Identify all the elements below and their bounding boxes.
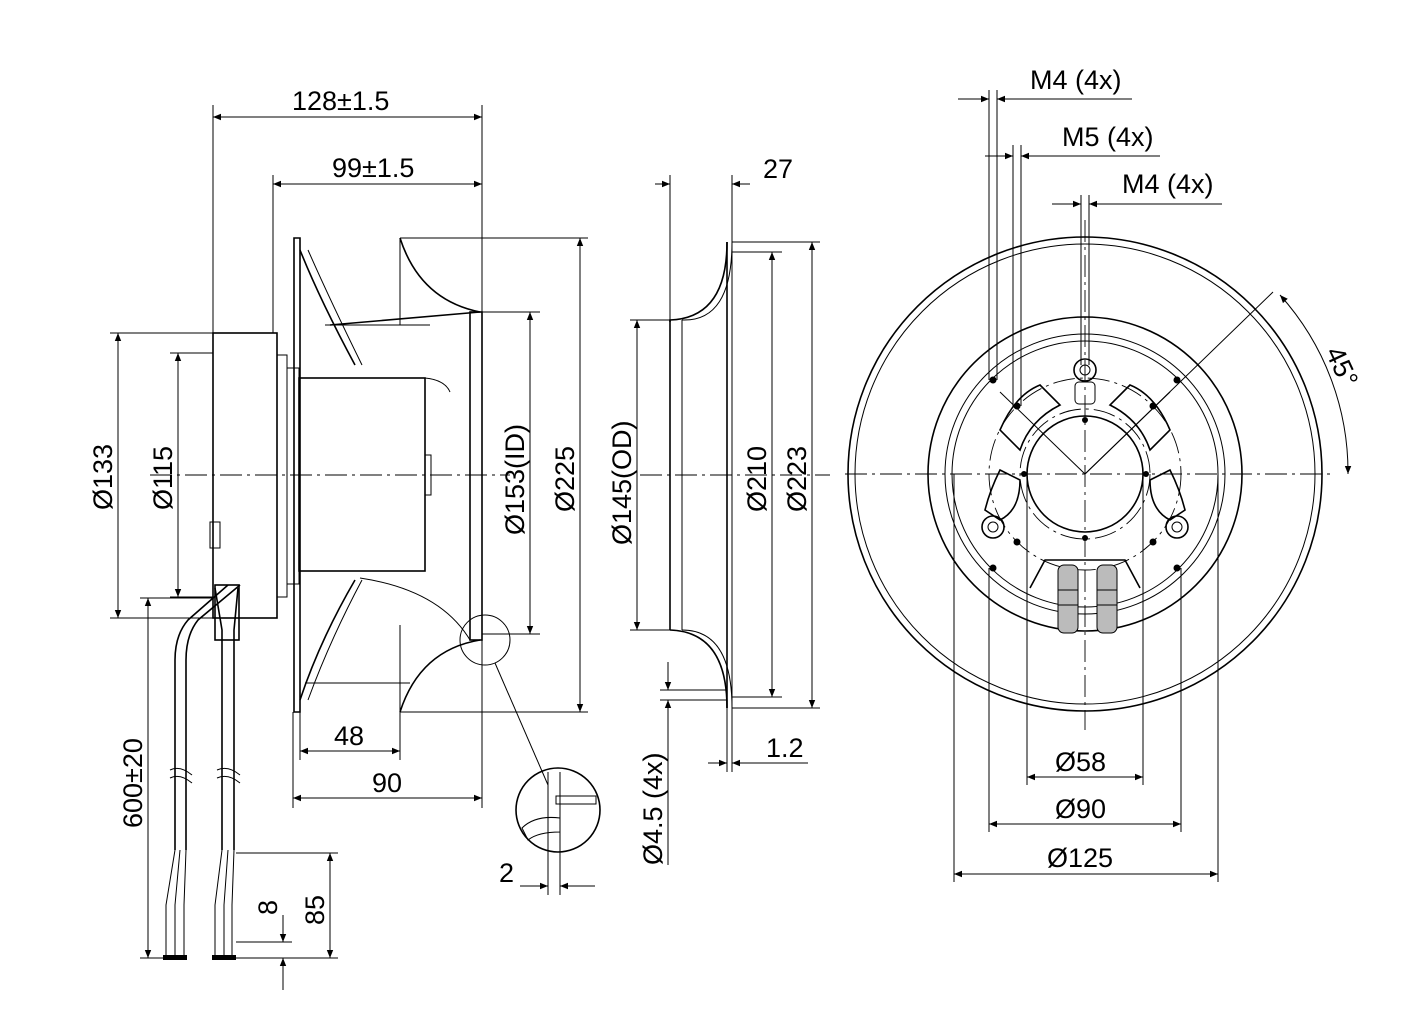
dim-flange-inner: Ø115 bbox=[148, 446, 178, 510]
dim-angle: 45° bbox=[1320, 342, 1364, 392]
dim-depth-90: 90 bbox=[372, 768, 402, 798]
dim-inlet-id: Ø153(ID) bbox=[500, 424, 530, 535]
screw-top bbox=[1073, 358, 1097, 382]
dim-overall-length: 128±1.5 bbox=[292, 86, 389, 116]
detail-leader bbox=[494, 662, 549, 786]
dim-strip-8: 8 bbox=[253, 900, 283, 915]
dim-bolt-90: Ø90 bbox=[1055, 794, 1106, 824]
cable-2b bbox=[233, 587, 239, 850]
blade-top bbox=[329, 237, 481, 326]
detail-view: 2 bbox=[499, 767, 601, 895]
impeller-cone-bottom-inner bbox=[307, 579, 363, 701]
dim-m4-inner: M4 (4x) bbox=[1122, 169, 1214, 199]
cable-1 bbox=[174, 584, 229, 850]
dim-ring-holes: Ø4.5 (4x) bbox=[638, 752, 668, 865]
dim-bolt-125: Ø125 bbox=[1047, 843, 1113, 873]
dim-detail-2: 2 bbox=[499, 858, 514, 888]
connector-block bbox=[209, 521, 221, 549]
slot-right bbox=[1108, 384, 1171, 452]
front-view: M4 (4x) M5 (4x) M4 (4x) 45° Ø58 Ø90 Ø125 bbox=[845, 65, 1364, 882]
angle-arc bbox=[1279, 294, 1352, 475]
inlet-ring-view: 27 Ø145(OD) Ø210 Ø223 Ø4.5 (4x) 1.2 bbox=[607, 154, 830, 865]
wire-tips-right bbox=[212, 955, 236, 960]
blade-bottom bbox=[399, 639, 481, 713]
wire-tips-left bbox=[163, 955, 187, 960]
dim-ring-depth: 27 bbox=[763, 154, 793, 184]
slot-bottom-right bbox=[1149, 468, 1186, 521]
slot-left bbox=[999, 384, 1062, 452]
cable-break-1 bbox=[169, 767, 193, 784]
motor-body bbox=[298, 377, 426, 572]
wires-left bbox=[165, 849, 187, 958]
dim-impeller-od: Ø225 bbox=[550, 446, 580, 512]
motor-boss bbox=[424, 454, 432, 496]
dim-impeller-length: 99±1.5 bbox=[332, 153, 414, 183]
dim-ring-210: Ø210 bbox=[742, 446, 772, 512]
cable-glands bbox=[1057, 564, 1118, 634]
side-view: 128±1.5 99±1.5 Ø133 Ø115 Ø153(ID) Ø225 4… bbox=[88, 86, 601, 990]
dim-m5: M5 (4x) bbox=[1062, 122, 1154, 152]
detail-circle bbox=[459, 614, 511, 666]
screw-right bbox=[1165, 515, 1189, 539]
impeller-cone-top bbox=[299, 249, 356, 366]
motor-cable-loop bbox=[424, 377, 451, 393]
screw-left bbox=[981, 515, 1005, 539]
impeller-cone-top-inner bbox=[307, 249, 363, 366]
flange-inner-plate bbox=[276, 354, 288, 598]
dim-depth-48: 48 bbox=[334, 721, 364, 751]
inlet-ring-profile-top bbox=[669, 241, 728, 322]
dim-ring-thickness: 1.2 bbox=[766, 733, 804, 763]
wires-right bbox=[214, 849, 235, 958]
cable-1b bbox=[185, 584, 241, 850]
slot-bottom-left bbox=[984, 468, 1021, 521]
inlet-ring-profile-bottom bbox=[669, 629, 728, 709]
motor-flange bbox=[212, 332, 278, 619]
terminal-box bbox=[1029, 559, 1141, 589]
dim-ring-223: Ø223 bbox=[782, 446, 812, 512]
impeller-cone-bottom bbox=[299, 579, 356, 701]
cable-gland bbox=[214, 584, 240, 641]
dim-strip-85: 85 bbox=[300, 895, 330, 925]
dim-m4-outer: M4 (4x) bbox=[1030, 65, 1122, 95]
dim-hub-58: Ø58 bbox=[1055, 747, 1106, 777]
inlet-shroud bbox=[469, 311, 483, 641]
cable-2 bbox=[214, 587, 223, 850]
dim-cable-length: 600±20 bbox=[118, 738, 148, 828]
mounting-holes bbox=[989, 376, 1181, 572]
flange-ring bbox=[286, 367, 300, 585]
dim-ring-od: Ø145(OD) bbox=[607, 420, 637, 545]
cable-break-2 bbox=[216, 767, 241, 784]
dim-flange-outer: Ø133 bbox=[88, 444, 118, 510]
blade-bottom-arc bbox=[359, 577, 471, 641]
